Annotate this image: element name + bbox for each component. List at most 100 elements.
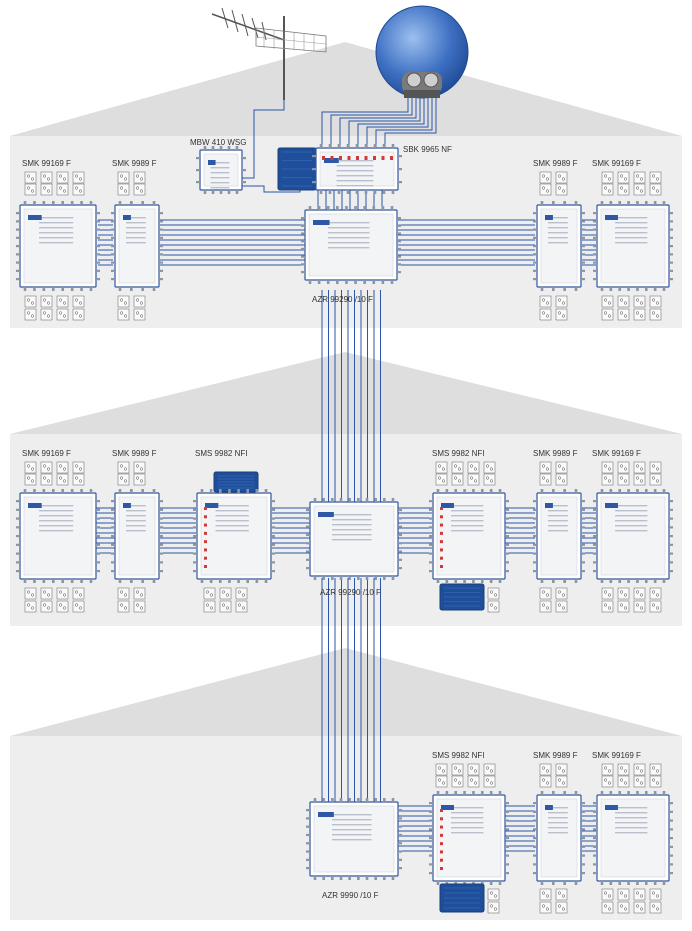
status-led xyxy=(440,556,443,560)
outlet-socket xyxy=(493,606,498,610)
connector xyxy=(472,578,475,583)
connector xyxy=(391,498,395,503)
connector xyxy=(580,845,585,848)
connector xyxy=(445,578,449,583)
panel-print xyxy=(215,510,249,512)
outlet-socket xyxy=(123,189,128,193)
panel-print xyxy=(215,515,249,517)
outlet-socket xyxy=(62,479,67,483)
connector xyxy=(348,498,351,503)
wall-outlet-icon xyxy=(435,473,448,486)
sms-9982-mid-left xyxy=(193,489,275,583)
outlet-socket xyxy=(473,479,478,483)
panel-print xyxy=(39,505,74,507)
wall-outlet-icon xyxy=(24,587,37,600)
wall-outlet-icon xyxy=(649,295,662,308)
connector xyxy=(203,146,207,151)
outlet-socket xyxy=(237,590,242,594)
outlet-socket xyxy=(545,189,550,193)
wall-outlet-icon xyxy=(72,473,85,486)
connector xyxy=(609,791,613,796)
status-led xyxy=(339,156,342,160)
smk-99169-mid-left-panel xyxy=(23,496,93,576)
connector xyxy=(158,278,163,281)
connector xyxy=(463,880,466,885)
wall-outlet-icon xyxy=(56,587,69,600)
wall-outlet-icon xyxy=(72,308,85,321)
connector xyxy=(23,201,27,206)
wall-outlet-icon xyxy=(649,295,662,308)
outlet-socket xyxy=(78,606,83,610)
wall-outlet-icon xyxy=(555,473,568,486)
wall-outlet-icon xyxy=(72,461,85,474)
connector xyxy=(627,489,630,494)
connector xyxy=(580,278,585,281)
connector xyxy=(196,169,201,172)
outlet-socket xyxy=(237,603,242,607)
connector xyxy=(95,570,100,573)
wall-outlet-icon xyxy=(539,775,552,788)
panel-print xyxy=(451,525,484,527)
outlet-socket xyxy=(135,186,140,190)
wall-outlet-icon xyxy=(601,295,614,308)
connector xyxy=(118,578,122,583)
wall-outlet-icon xyxy=(649,600,662,613)
connector xyxy=(193,517,198,520)
connector xyxy=(533,828,538,831)
connector xyxy=(668,228,673,231)
connector xyxy=(264,578,268,583)
connector xyxy=(373,189,377,194)
outlet-socket xyxy=(557,603,562,607)
outlet-socket xyxy=(135,298,140,302)
status-led xyxy=(440,850,443,854)
status-led xyxy=(204,507,207,510)
wall-outlet-icon xyxy=(40,295,53,308)
outlet-socket xyxy=(225,606,230,610)
connector xyxy=(306,833,311,837)
wall-outlet-icon xyxy=(56,308,69,321)
wall-outlet-icon xyxy=(539,600,552,613)
outlet-socket xyxy=(541,311,546,315)
wall-outlet-icon xyxy=(601,888,614,901)
connector xyxy=(593,854,598,857)
connector xyxy=(593,828,598,831)
sms-9982-bottom xyxy=(429,791,509,885)
wall-outlet-icon xyxy=(601,183,614,196)
outlet-socket xyxy=(635,778,640,782)
wall-outlet-icon xyxy=(617,295,630,308)
wall-outlet-icon xyxy=(117,308,130,321)
panel-print xyxy=(336,180,374,182)
panel-print xyxy=(451,827,484,829)
connector xyxy=(391,575,395,580)
outlet-socket xyxy=(651,904,656,908)
terrestrial-antenna-icon xyxy=(211,7,327,100)
outlet-socket xyxy=(437,778,442,782)
wall-outlet-icon xyxy=(40,171,53,184)
outlet-socket xyxy=(123,301,128,305)
outlet-socket xyxy=(58,603,63,607)
connector xyxy=(391,189,395,194)
outlet-socket xyxy=(557,778,562,782)
connector xyxy=(61,489,65,494)
outlet-socket xyxy=(78,593,83,597)
smk-99169-top-right xyxy=(593,201,673,291)
panel-print xyxy=(548,222,568,224)
connector xyxy=(397,842,402,845)
connector xyxy=(246,489,250,494)
wall-outlet-icon xyxy=(539,763,552,776)
wall-outlet-icon xyxy=(649,587,662,600)
outlet-socket xyxy=(139,606,144,610)
smk-9989-bottom-panel xyxy=(540,798,578,878)
outlet-socket xyxy=(607,479,612,483)
panel-print xyxy=(615,505,648,507)
outlet-socket xyxy=(489,590,494,594)
wall-outlet-icon xyxy=(133,171,146,184)
outlet-socket xyxy=(619,298,624,302)
panel-print xyxy=(332,524,372,526)
wall-outlet-icon xyxy=(539,587,552,600)
connector xyxy=(397,550,402,553)
wall-outlet-icon xyxy=(555,775,568,788)
smk-9989-mid-right xyxy=(533,489,585,583)
connector xyxy=(593,245,598,248)
status-led xyxy=(373,156,376,160)
